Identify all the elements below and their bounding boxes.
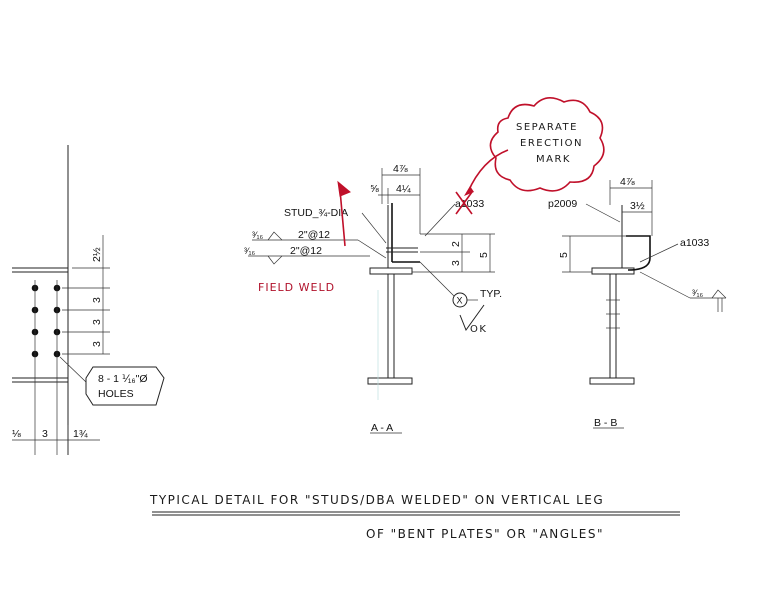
field-weld-note: FIELD WELD xyxy=(258,281,335,294)
dim-side-3: 5 xyxy=(478,252,490,258)
dim-top-2a: ⅝ xyxy=(370,183,379,195)
dim-top: 2½ xyxy=(91,247,103,262)
bb-dim-top-2: 3½ xyxy=(630,200,645,212)
footnote: TYPICAL DETAIL FOR "STUDS/DBA WELDED" ON… xyxy=(149,493,680,541)
cloud-line-3: MARK xyxy=(536,154,571,165)
holes-callout-tag xyxy=(85,366,165,406)
weld-2b: 2"@12 xyxy=(290,245,322,257)
dim-bottom-2: 3 xyxy=(42,428,48,440)
weld-1b: 2"@12 xyxy=(298,229,330,241)
footnote-line-1: TYPICAL DETAIL FOR "STUDS/DBA WELDED" ON… xyxy=(149,493,604,507)
bb-dim-side: 5 xyxy=(558,252,570,258)
mark-angle: a1033 xyxy=(680,237,709,249)
holes-label-1: 8 - 1 ⅟₁₆"Ø xyxy=(98,373,148,385)
dim-side-1: 2 xyxy=(450,241,462,247)
callout-x: X xyxy=(457,296,463,306)
dim-side-2: 3 xyxy=(450,260,462,266)
section-bb: 4⅞ 3½ p2009 a1033 5 ³⁄₁₆ B - B xyxy=(548,176,727,429)
dim-top-2b: 4¼ xyxy=(396,183,411,195)
dim-top-1: 4⅞ xyxy=(393,163,408,175)
holes-label-2: HOLES xyxy=(98,388,134,400)
ok-note: OK xyxy=(470,324,487,335)
section-aa: 4⅞ ⅝ 4¼ a1033 STUD_¾-DIA ³⁄₁₆ 2"@12 ³⁄₁₆… xyxy=(244,163,502,434)
weld-1a: ³⁄₁₆ xyxy=(252,230,264,240)
bb-dim-top-1: 4⅞ xyxy=(620,176,635,188)
weld-2a: ³⁄₁₆ xyxy=(244,246,256,256)
dim-side-1: 3 xyxy=(91,297,103,303)
dim-bottom-1: ⅛ xyxy=(12,428,21,440)
left-connection-detail: 2½ 3 3 3 8 - 1 ⅟₁₆"Ø HOLES ⅛ 3 1¾ xyxy=(12,145,165,455)
typ-label: TYP. xyxy=(480,288,502,300)
section-aa-title: A - A xyxy=(371,422,393,434)
dim-bottom-3: 1¾ xyxy=(73,428,88,440)
mark-plate: p2009 xyxy=(548,198,577,210)
bb-weld: ³⁄₁₆ xyxy=(692,288,704,298)
separate-erection-mark-cloud: SEPARATE ERECTION MARK xyxy=(464,97,605,196)
cloud-line-1: SEPARATE xyxy=(516,122,578,133)
dim-side-2: 3 xyxy=(91,319,103,325)
stud-label: STUD_¾-DIA xyxy=(284,207,348,219)
footnote-line-2: OF "BENT PLATES" OR "ANGLES" xyxy=(366,527,604,541)
section-bb-title: B - B xyxy=(594,417,617,429)
cloud-line-2: ERECTION xyxy=(520,138,583,149)
dim-side-3: 3 xyxy=(91,341,103,347)
check-icon xyxy=(459,304,485,332)
